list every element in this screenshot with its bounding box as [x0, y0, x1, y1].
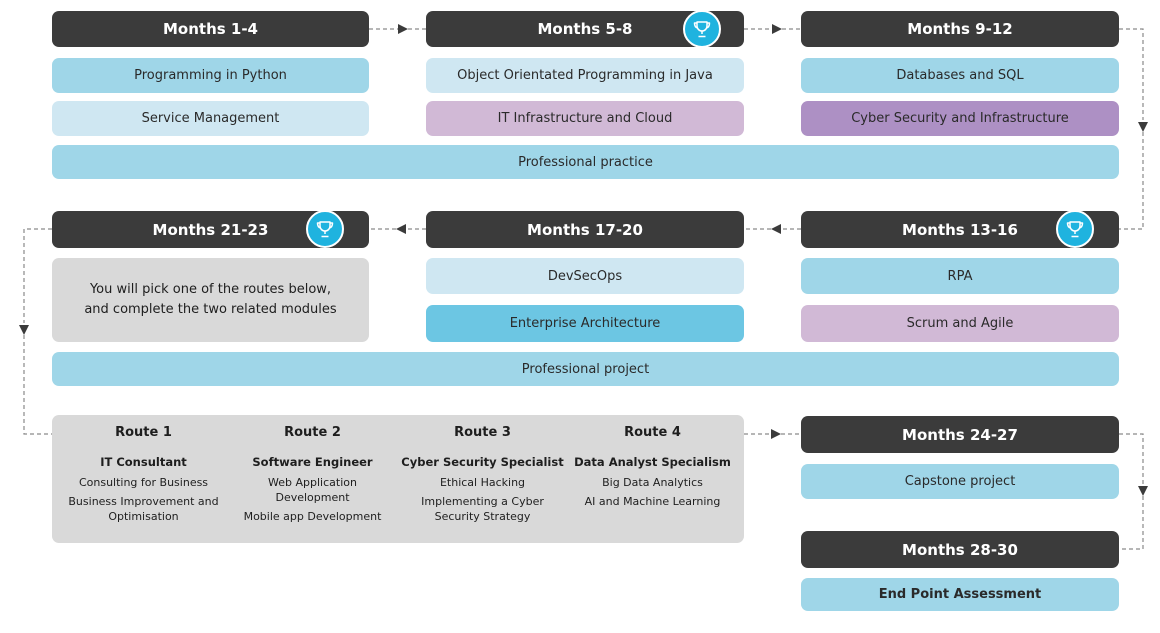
bar-professional-practice: Professional practice: [52, 145, 1119, 179]
module-oop-java: Object Orientated Programming in Java: [426, 58, 744, 93]
route-module: Ethical Hacking: [439, 476, 526, 489]
stage-title: Months 5-8: [537, 20, 633, 38]
route-title: Route 2: [284, 425, 341, 440]
stage-title: Months 1-4: [162, 20, 258, 38]
module-capstone-project: Capstone project: [801, 464, 1119, 499]
stage-title: Months 9-12: [907, 20, 1013, 38]
arrow-left-icon: [396, 224, 406, 234]
module-databases-sql: Databases and SQL: [801, 58, 1119, 93]
route-module: Big Data Analytics: [602, 476, 703, 489]
route-choice-note: You will pick one of the routes below, a…: [52, 258, 369, 342]
route-title: Route 4: [624, 425, 681, 440]
route-choice-line-1: You will pick one of the routes below,: [89, 282, 332, 297]
module-programming-python: Programming in Python: [52, 58, 369, 93]
stage-title: Months 24-27: [902, 425, 1018, 444]
route-name: Data Analyst Specialism: [574, 455, 731, 469]
bar-professional-project: Professional project: [52, 352, 1119, 386]
route-module: Web Application Development: [268, 476, 357, 504]
stage-header-months-28-30: Months 28-30: [801, 531, 1119, 568]
module-it-infrastructure-cloud: IT Infrastructure and Cloud: [426, 101, 744, 136]
module-enterprise-architecture: Enterprise Architecture: [426, 305, 744, 342]
route-module: Business Improvement and Optimisation: [68, 495, 219, 523]
arrow-down-icon: [19, 325, 29, 335]
stage-title: Months 13-16: [902, 220, 1018, 239]
route-module: Consulting for Business: [78, 476, 209, 489]
module-rpa: RPA: [801, 258, 1119, 294]
route-choice-line-2: and complete the two related modules: [84, 302, 337, 317]
module-devsecops: DevSecOps: [426, 258, 744, 294]
module-scrum-agile: Scrum and Agile: [801, 305, 1119, 342]
arrow-right-icon: [771, 429, 781, 439]
routes-panel: Route 1 IT Consultant Consulting for Bus…: [52, 415, 744, 543]
route-name: Cyber Security Specialist: [401, 455, 564, 469]
route-module: AI and Machine Learning: [584, 495, 721, 508]
trophy-icon: [1056, 210, 1094, 248]
stage-title: Months 21-23: [152, 220, 269, 239]
stage-header-months-24-27: Months 24-27: [801, 416, 1119, 453]
arrow-right-icon: [772, 24, 782, 34]
arrow-down-icon: [1138, 486, 1148, 496]
route-module: Implementing a Cyber Security Strategy: [421, 495, 544, 523]
arrow-right-icon: [398, 24, 408, 34]
route-title: Route 3: [454, 425, 511, 440]
module-cyber-security-infrastructure: Cyber Security and Infrastructure: [801, 101, 1119, 136]
arrow-left-icon: [771, 224, 781, 234]
route-title: Route 1: [115, 425, 172, 440]
route-name: IT Consultant: [100, 455, 187, 469]
route-name: Software Engineer: [252, 455, 373, 469]
stage-header-months-9-12: Months 9-12: [801, 11, 1119, 47]
trophy-icon: [683, 10, 721, 48]
trophy-icon: [306, 210, 344, 248]
route-module: Mobile app Development: [243, 510, 382, 523]
module-end-point-assessment: End Point Assessment: [801, 578, 1119, 611]
module-service-management: Service Management: [52, 101, 369, 136]
stage-title: Months 28-30: [902, 540, 1018, 559]
stage-header-months-17-20: Months 17-20: [426, 211, 744, 248]
arrow-down-icon: [1138, 122, 1148, 132]
stage-header-months-1-4: Months 1-4: [52, 11, 369, 47]
stage-title: Months 17-20: [527, 220, 643, 239]
